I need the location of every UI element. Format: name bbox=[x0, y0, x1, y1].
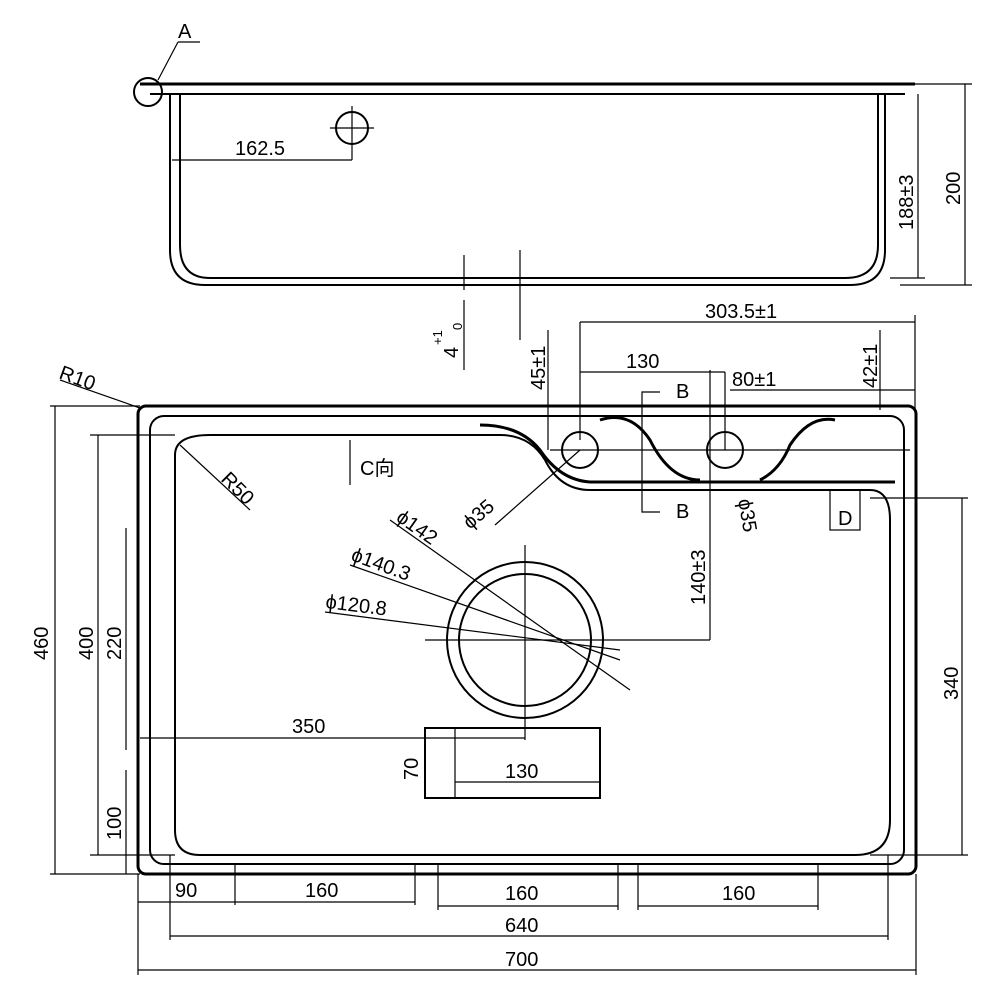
overflow-w-dim: 130 bbox=[505, 761, 538, 783]
drain-outer-dim: ϕ142 bbox=[392, 506, 441, 550]
total-width-dim: 700 bbox=[505, 949, 538, 971]
tap-hole-2-dim: ϕ35 bbox=[733, 497, 760, 534]
clip-spacing-2-dim: 160 bbox=[505, 883, 538, 905]
view-c-label: C向 bbox=[360, 457, 394, 480]
tap-spacing-dim: 130 bbox=[626, 351, 659, 373]
inner-width-dim: 640 bbox=[505, 915, 538, 937]
drain-tol-lower: 0 bbox=[450, 323, 465, 330]
tap-offset-x-dim: 303.5±1 bbox=[705, 301, 777, 323]
drain-mid-dim: ϕ140.3 bbox=[348, 544, 413, 586]
drain-depth-dim: 4 bbox=[441, 347, 463, 358]
tap-hole-1-dim: ϕ35 bbox=[459, 495, 499, 533]
clip-bottom-dim: 100 bbox=[104, 807, 126, 840]
tap-offset-y-dim: 45±1 bbox=[528, 346, 550, 390]
hole-offset-dim: 162.5 bbox=[235, 138, 285, 160]
detail-a-label: A bbox=[178, 21, 192, 43]
detail-d-label: D bbox=[838, 508, 852, 530]
clip-offset-dim: 90 bbox=[175, 880, 197, 902]
depth-inner-dim: 400 bbox=[76, 627, 98, 660]
depth-outer-dim: 460 bbox=[31, 627, 53, 660]
side-view: A 162.5 188±3 200 4 +1 0 bbox=[133, 21, 972, 370]
clip-spacing-3-dim: 160 bbox=[722, 883, 755, 905]
corner-radius-label: R10 bbox=[56, 362, 98, 395]
clip-span-left-dim: 220 bbox=[104, 627, 126, 660]
drain-inner-dim: ϕ120.8 bbox=[324, 591, 387, 620]
detail-a-circle bbox=[133, 77, 163, 107]
section-b-bottom: B bbox=[676, 501, 689, 523]
clip-spacing-1-dim: 160 bbox=[305, 880, 338, 902]
overflow-rect bbox=[424, 727, 601, 799]
bowl-radius-label: R50 bbox=[216, 468, 258, 510]
drain-tol-upper: +1 bbox=[430, 330, 445, 345]
ledge-dim: 80±1 bbox=[732, 369, 776, 391]
clip-span-right-dim: 340 bbox=[941, 667, 963, 700]
dimension-labels: R10 R50 C向 B B D ϕ35 ϕ35 45±1 303.5±1 13… bbox=[31, 301, 963, 971]
drain-x-dim: 350 bbox=[292, 716, 325, 738]
ledge-y-dim: 42±1 bbox=[860, 344, 882, 388]
total-height-dim: 200 bbox=[943, 172, 965, 205]
top-view bbox=[50, 315, 968, 975]
overflow-h-dim: 70 bbox=[401, 758, 423, 780]
section-b-top: B bbox=[676, 381, 689, 403]
drain-y-dim: 140±3 bbox=[688, 550, 710, 605]
inner-depth-dim: 188±3 bbox=[896, 175, 918, 230]
